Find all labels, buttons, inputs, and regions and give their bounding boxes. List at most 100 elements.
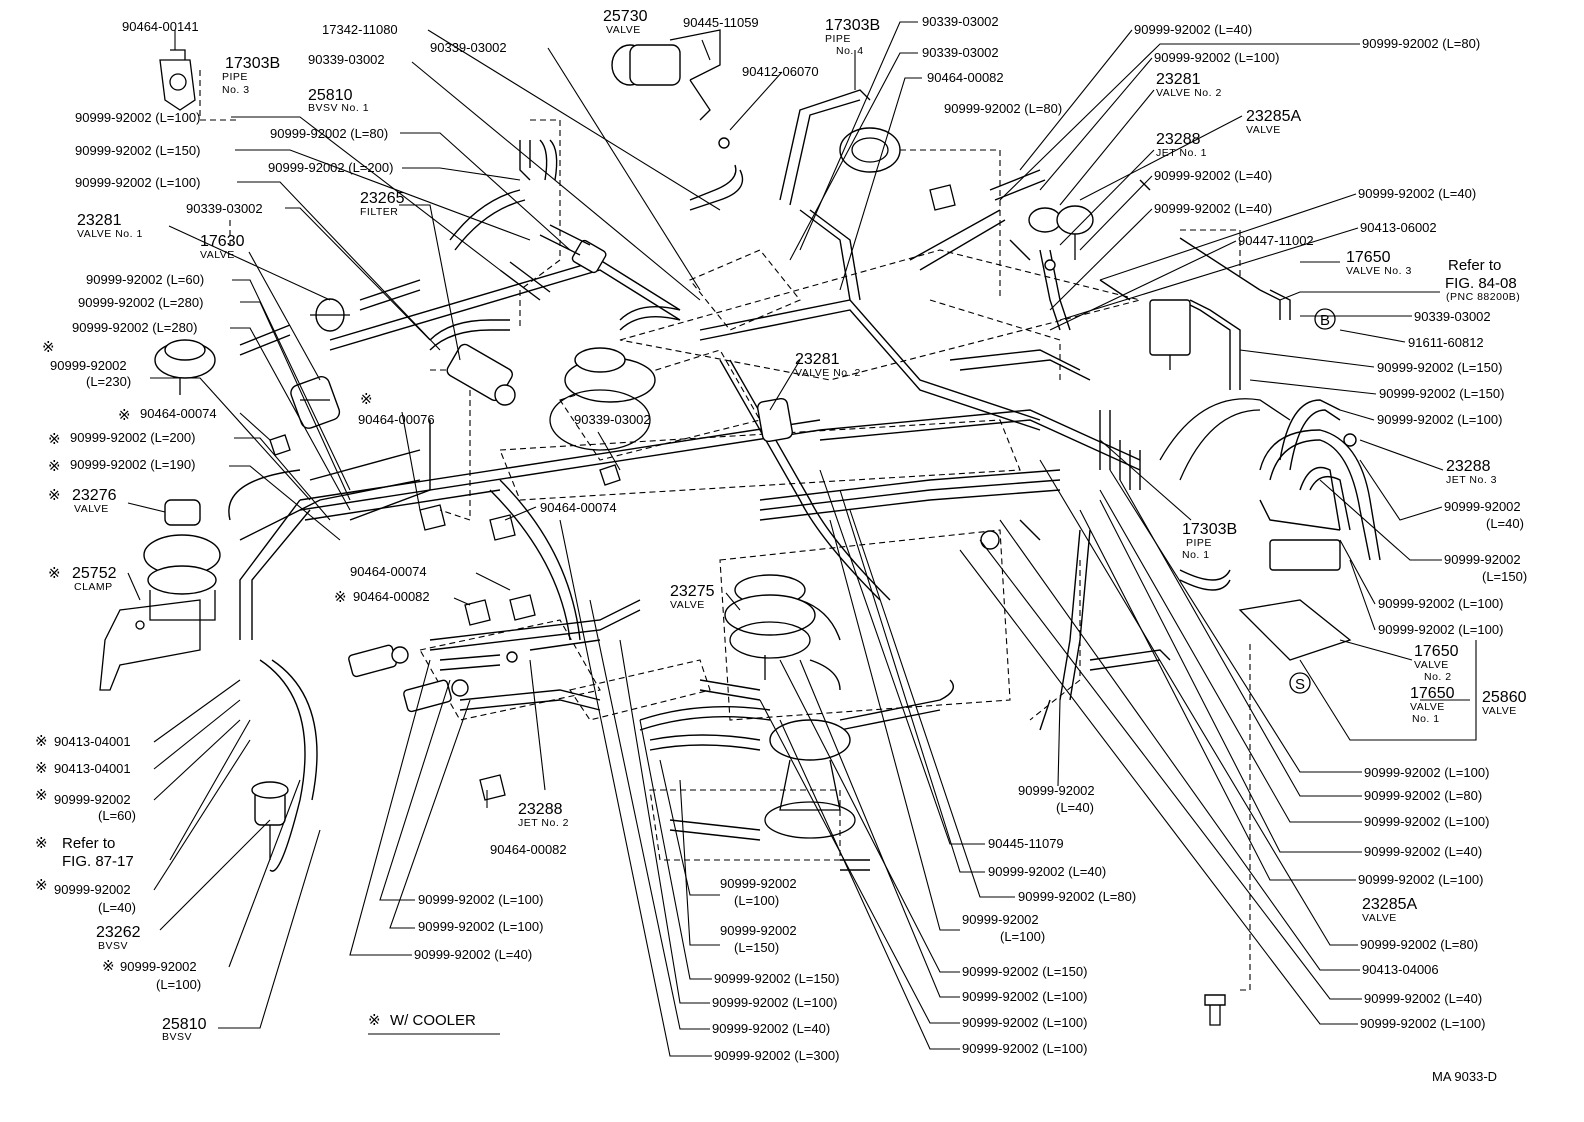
- hoses: [228, 89, 1381, 872]
- label-hose-c-l300: 90999-92002 (L=300): [714, 1048, 839, 1063]
- valve-23275-shape: [724, 574, 816, 680]
- label-17303B-pipe3-name: PIPE: [222, 71, 248, 83]
- label-23262-name: BVSV: [98, 940, 128, 952]
- label-hose-rb-l40-2: 90999-92002 (L=40): [1364, 991, 1482, 1006]
- actuator-lower-center-shape: [764, 719, 856, 839]
- label-hose-c-l100-length: (L=100): [734, 893, 779, 908]
- label-25752-number: 25752: [72, 565, 117, 582]
- label-hose-r-l40-c: 90999-92002 (L=40): [1154, 201, 1272, 216]
- label-hose-rb-l80-1: 90999-92002 (L=80): [1364, 788, 1482, 803]
- drum-outline-right: [1159, 398, 1291, 481]
- cooler-mark-l60-2: ※: [35, 787, 48, 804]
- components: [99, 29, 1357, 1026]
- label-hose-c-l100-number: 90999-92002: [720, 876, 797, 891]
- label-90413-04001-b: 90413-04001: [54, 761, 131, 776]
- label-17650-v2-name: VALVE: [1414, 659, 1449, 671]
- label-hose-d-l150: 90999-92002 (L=150): [962, 964, 1087, 979]
- mark-S: S: [1295, 676, 1305, 693]
- label-23288-jet3-number: 23288: [1446, 458, 1491, 475]
- label-hose-top-l80-number: 90999-92002 (L=80): [944, 101, 1062, 116]
- label-17630-number: 17630: [200, 233, 245, 250]
- circle-mark-S: [1289, 672, 1311, 694]
- label-hose-c-l150-length: (L=150): [734, 940, 779, 955]
- label-23262-number: 23262: [96, 924, 141, 941]
- label-hose-r-l40-2-length: (L=40): [1486, 516, 1524, 531]
- labels: 90464-00141 17303B PIPE No. 3 17342-1108…: [35, 8, 1527, 1084]
- label-17303B-pipe1-number: 17303B: [1182, 521, 1237, 538]
- label-hose-b-l40: 90999-92002 (L=40): [414, 947, 532, 962]
- leader-lines: [127, 21, 1477, 1057]
- drawing-code: MA 9033-D: [1432, 1069, 1497, 1084]
- label-17303B-pipe3-no: No. 3: [222, 84, 250, 96]
- label-90464-00082-bot: 90464-00082: [490, 842, 567, 857]
- cooler-mark-l200-2: ※: [48, 431, 61, 448]
- label-90445-11059: 90445-11059: [683, 15, 759, 30]
- label-hose-r-l80-top: 90999-92002 (L=80): [1362, 36, 1480, 51]
- label-90339-03002-tl2: 90339-03002: [430, 40, 507, 55]
- valve-17630-shape: [290, 376, 341, 429]
- clamp-25752-shape: [99, 599, 201, 691]
- cooler-mark-l100-3: ※: [102, 958, 115, 975]
- label-hose-l100-3-length: (L=100): [156, 977, 201, 992]
- label-90339-03002-tl1: 90339-03002: [308, 52, 385, 67]
- label-17303B-pipe1-name: PIPE: [1186, 537, 1212, 549]
- label-hose-c-l150-number: 90999-92002: [720, 923, 797, 938]
- label-hose-l280-1: 90999-92002 (L=280): [78, 295, 203, 310]
- label-91611-60812: 91611-60812: [1408, 335, 1484, 350]
- label-17342-11080: 17342-11080: [322, 22, 398, 37]
- label-90464-00082-mid: 90464-00082: [353, 589, 430, 604]
- label-hose-r-l100-top: 90999-92002 (L=100): [1154, 50, 1279, 65]
- label-23288-jet1-name: JET No. 1: [1156, 147, 1207, 159]
- cooler-mark-90464-00074-a: ※: [118, 407, 131, 424]
- label-90464-00074-a: 90464-00074: [140, 406, 217, 421]
- label-23281-v1-name: VALVE No. 1: [77, 228, 143, 240]
- label-17650-v3-name: VALVE No. 3: [1346, 265, 1412, 277]
- label-17650-v1-number: 17650: [1410, 685, 1455, 702]
- label-25860-number: 25860: [1482, 689, 1527, 706]
- label-23288-jet2-name: JET No. 2: [518, 817, 569, 829]
- cooler-mark-90413-04001-a: ※: [35, 733, 48, 750]
- valve-25730-shape: [611, 29, 721, 121]
- cooler-mark-refer-87: ※: [35, 835, 48, 852]
- label-90447-11002: 90447-11002: [1238, 233, 1314, 248]
- clip-90464-00082-mid-shape: [464, 599, 491, 626]
- label-23288-jet2-number: 23288: [518, 801, 563, 818]
- label-17303B-pipe4-no: No. 4: [836, 45, 864, 57]
- label-17303B-pipe4-number: 17303B: [825, 17, 880, 34]
- label-hose-r-l150-3-length: (L=150): [1482, 569, 1527, 584]
- label-23281-v2-number: 23281: [795, 351, 840, 368]
- label-90339-03002-tr2: 90339-03002: [922, 45, 999, 60]
- label-90445-11079: 90445-11079: [988, 836, 1064, 851]
- bolt-bottom-right: [1204, 994, 1226, 1026]
- label-23285A-bot-name: VALVE: [1362, 912, 1397, 924]
- label-hose-l200-2: 90999-92002 (L=200): [70, 430, 195, 445]
- label-refer-84-line3: (PNC 88200B): [1446, 291, 1520, 303]
- label-hose-d-l40: 90999-92002 (L=40): [988, 864, 1106, 879]
- cooler-mark-90464-00082-mid: ※: [334, 589, 347, 606]
- label-refer-87-line1: Refer to: [62, 835, 115, 852]
- label-23265-name: FILTER: [360, 206, 398, 218]
- label-23288-jet3-name: JET No. 3: [1446, 474, 1497, 486]
- label-hose-r-l40-2-number: 90999-92002: [1444, 499, 1521, 514]
- label-17630-name: VALVE: [200, 249, 235, 261]
- clip-90464-00082-bot-shape: [479, 774, 506, 801]
- label-23281-v1-number: 23281: [77, 212, 122, 229]
- label-hose-d-l100-2: 90999-92002 (L=100): [962, 1015, 1087, 1030]
- label-hose-b-l100-1: 90999-92002 (L=100): [418, 892, 543, 907]
- label-90464-00074-b: 90464-00074: [540, 500, 617, 515]
- label-90412-06070: 90412-06070: [742, 64, 819, 79]
- label-refer-87-line2: FIG. 87-17: [62, 853, 134, 870]
- label-23281-v2r-number: 23281: [1156, 71, 1201, 88]
- valve-23281-no2-center-shape: [757, 397, 793, 443]
- label-17650-v3-number: 17650: [1346, 249, 1391, 266]
- reference-outlines: [199, 70, 1251, 991]
- label-hose-r-l100-1: 90999-92002 (L=100): [1377, 412, 1502, 427]
- label-17303B-pipe3-number: 17303B: [225, 55, 280, 72]
- label-23275-name: VALVE: [670, 599, 705, 611]
- jet-23288-no2-shape: [506, 651, 518, 663]
- label-hose-l100-1: 90999-92002 (L=100): [75, 110, 200, 125]
- valve-23276-shape: [143, 499, 221, 621]
- label-hose-l40-1-length: (L=40): [98, 900, 136, 915]
- valve-23281-no2-right-shape: [1028, 207, 1062, 233]
- label-hose-r-l100-2: 90999-92002 (L=100): [1378, 596, 1503, 611]
